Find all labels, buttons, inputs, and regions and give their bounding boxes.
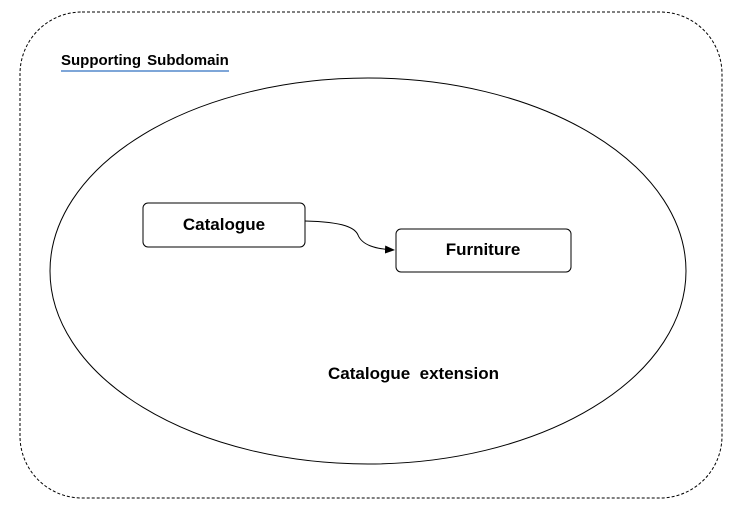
furniture-node-box <box>395 228 572 273</box>
catalogue-node-label: Catalogue <box>183 215 265 234</box>
subdomain-title: Supporting Subdomain <box>61 52 229 72</box>
furniture-node[interactable]: Furniture <box>395 228 572 273</box>
context-ellipse <box>49 77 687 465</box>
context-label: Catalogue extension <box>328 364 499 383</box>
catalogue-node[interactable]: Catalogue <box>142 202 306 248</box>
furniture-node-label: Furniture <box>446 240 521 259</box>
catalogue-to-furniture-arrow <box>304 220 395 254</box>
catalogue-node-box <box>142 202 306 248</box>
subdomain-boundary <box>19 11 723 499</box>
